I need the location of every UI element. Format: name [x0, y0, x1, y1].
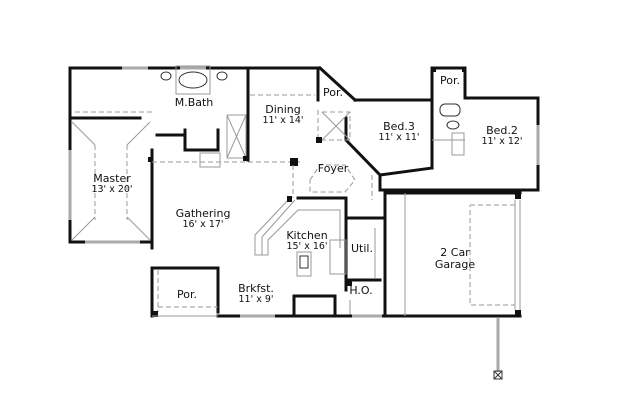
exterior-walls [68, 65, 540, 250]
room-label-foyer: Foyer [317, 162, 349, 175]
room-label-bed3: Bed.3 11' x 11' [378, 120, 420, 143]
room-label-porch-top: Por. [440, 74, 460, 87]
room-label-kitchen: Kitchen 15' x 16' [286, 229, 328, 252]
room-label-mbath: M.Bath [174, 96, 214, 109]
room-label-gathering: Gathering 16' x 17' [175, 207, 231, 230]
garage [383, 193, 522, 380]
master-ceiling-lines [71, 121, 151, 241]
room-label-garage: 2 Car Garage [434, 246, 476, 271]
hall-bath-fixtures [432, 68, 466, 156]
room-label-master: Master 13' x 20' [91, 172, 133, 195]
util-ho-walls [344, 191, 387, 318]
master-bath-fixtures [75, 65, 300, 168]
room-label-brkfst: Brkfst. 11' x 9' [238, 282, 274, 305]
room-label-dining: Dining 11' x 14' [262, 103, 304, 126]
lower-walls [150, 266, 522, 318]
room-label-porch-back: Por. [177, 288, 197, 301]
room-label-bed2: Bed.2 11' x 12' [481, 124, 523, 147]
room-label-porch-front: Por. [323, 86, 343, 99]
room-label-util: Util. [351, 242, 373, 255]
room-label-ho: H.O. [349, 284, 373, 297]
kitchen-counters [254, 196, 347, 277]
